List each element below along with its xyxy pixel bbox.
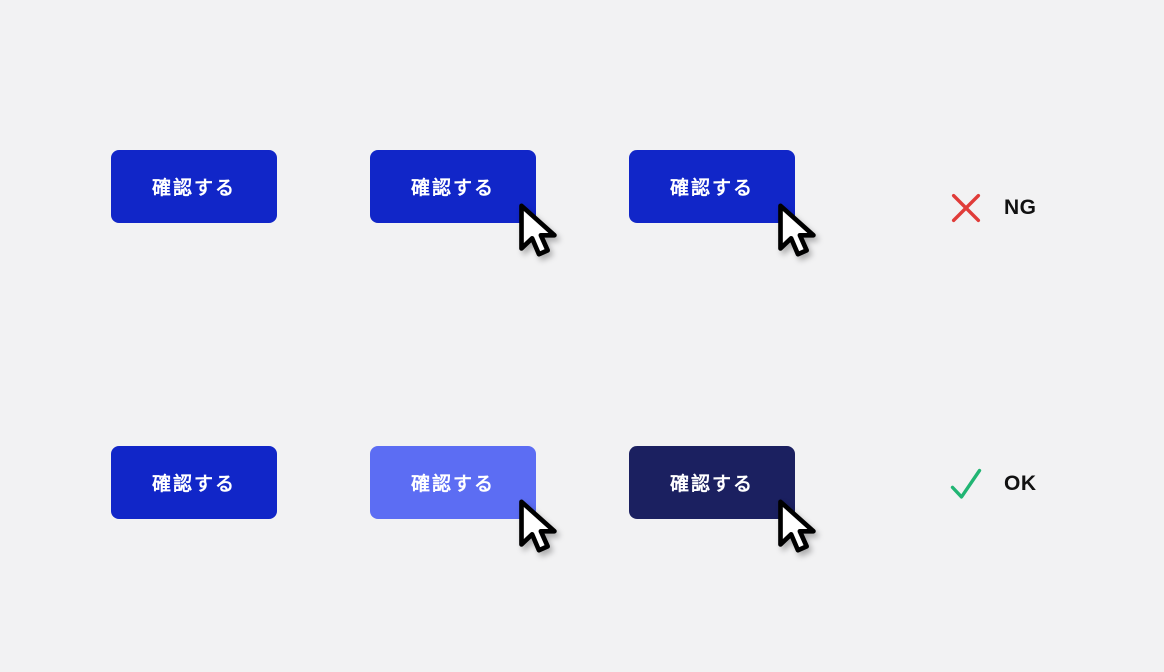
verdict-ng: NG [948, 190, 1037, 226]
ok-check-icon [948, 466, 984, 502]
example-row-ng: 確認する 確認する 確認する NG [0, 150, 1164, 257]
button-example: 確認する [111, 150, 277, 223]
confirm-button[interactable]: 確認する [111, 150, 277, 223]
button-example-hover-light: 確認する [370, 446, 557, 553]
verdict-ok: OK [948, 466, 1037, 502]
verdict-label: OK [1004, 472, 1037, 495]
confirm-button[interactable]: 確認する [629, 446, 795, 519]
ng-cross-icon [948, 190, 984, 226]
button-example: 確認する [629, 150, 816, 257]
confirm-button[interactable]: 確認する [370, 446, 536, 519]
button-example: 確認する [111, 446, 277, 519]
confirm-button[interactable]: 確認する [629, 150, 795, 223]
button-example-hover-dark: 確認する [629, 446, 816, 553]
example-row-ok: 確認する 確認する 確認する OK [0, 446, 1164, 553]
confirm-button[interactable]: 確認する [111, 446, 277, 519]
confirm-button[interactable]: 確認する [370, 150, 536, 223]
button-example: 確認する [370, 150, 557, 257]
verdict-label: NG [1004, 196, 1037, 219]
